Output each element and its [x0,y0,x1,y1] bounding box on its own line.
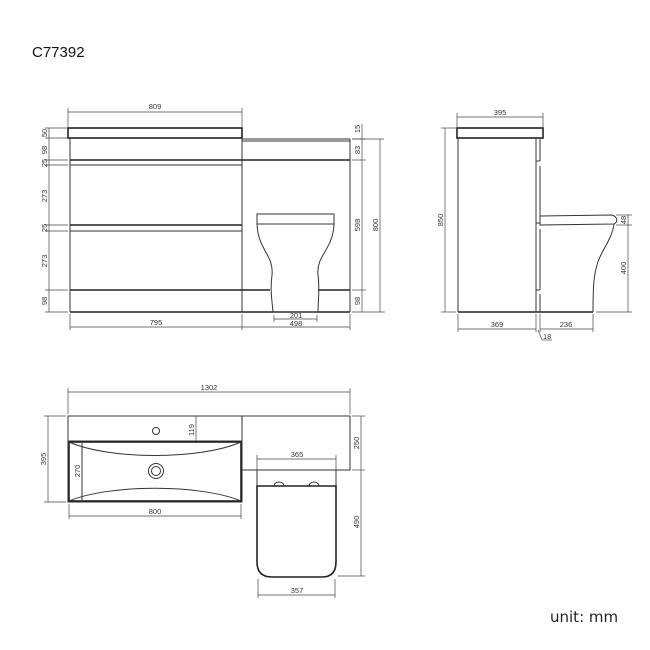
dim-h-total-front: 800 [371,219,380,232]
hinge-right [308,481,320,487]
dim-basin-width: 800 [149,507,162,516]
dim-h-drawer-top: 98 [40,146,49,154]
basin-bowl [68,441,242,502]
dim-h-gap-1: 25 [40,159,49,167]
dim-side-top-depth: 395 [494,108,507,117]
dim-pan-seat-width: 357 [291,586,304,595]
product-code: C77392 [32,44,85,61]
dim-pan-projection: 490 [352,516,361,529]
dim-pan-base-width: 201 [290,311,303,320]
dim-pan-width: 365 [291,450,304,459]
dim-h-gap-2: 25 [40,224,49,232]
wc-unit-top [241,415,351,471]
dim-h-top: 50 [40,129,49,137]
vanity-countertop [67,127,243,139]
dim-plan-total-width: 1302 [201,383,218,392]
toilet-seat-side [539,214,618,226]
dim-seat-thickness: 48 [619,216,628,224]
dim-seat-height: 400 [619,262,628,275]
dim-side-pan-projection: 236 [560,320,573,329]
basin-outline [67,415,243,503]
front-view: 809 795 498 201 50 98 25 273 25 273 98 [40,102,385,330]
dim-plan-total-depth: 395 [39,453,48,466]
side-countertop [456,127,544,139]
dim-h-drawer-2: 273 [40,255,49,268]
dim-side-total-height: 850 [436,214,445,227]
dim-h-wc-plinth: 98 [353,297,362,305]
waste-outer [148,463,164,479]
waste-inner [151,466,161,476]
dim-wc-unit-width: 498 [290,319,303,328]
hinge-left [273,481,285,487]
dim-top-width: 809 [149,102,162,111]
toilet-seat-front [256,213,335,225]
dim-h-step: 15 [353,125,362,133]
plan-view: 1302 395 119 270 800 250 490 365 357 [39,383,365,598]
dim-side-gap: 18 [543,332,551,341]
toilet-pan-front [256,223,335,313]
toilet-pan-plan [256,485,337,578]
dim-h-plinth: 98 [40,297,49,305]
dim-h-wc-panel: 598 [353,219,362,232]
basin-curve-top [68,441,242,456]
basin-curve-bottom [68,487,242,502]
dim-vanity-width: 795 [150,318,163,327]
dim-h-drawer-1: 273 [40,190,49,203]
dim-h-wc-top: 83 [353,146,362,154]
toilet-pan-side [592,223,615,313]
tap-hole [152,427,160,435]
side-view: 395 850 369 236 18 48 400 [436,108,632,341]
dim-tap-offset: 119 [187,424,196,436]
dim-side-cabinet-depth: 369 [491,320,504,329]
dim-basin-depth: 270 [73,465,82,478]
unit-label: unit: mm [550,608,619,626]
dim-wc-unit-depth: 250 [352,437,361,450]
